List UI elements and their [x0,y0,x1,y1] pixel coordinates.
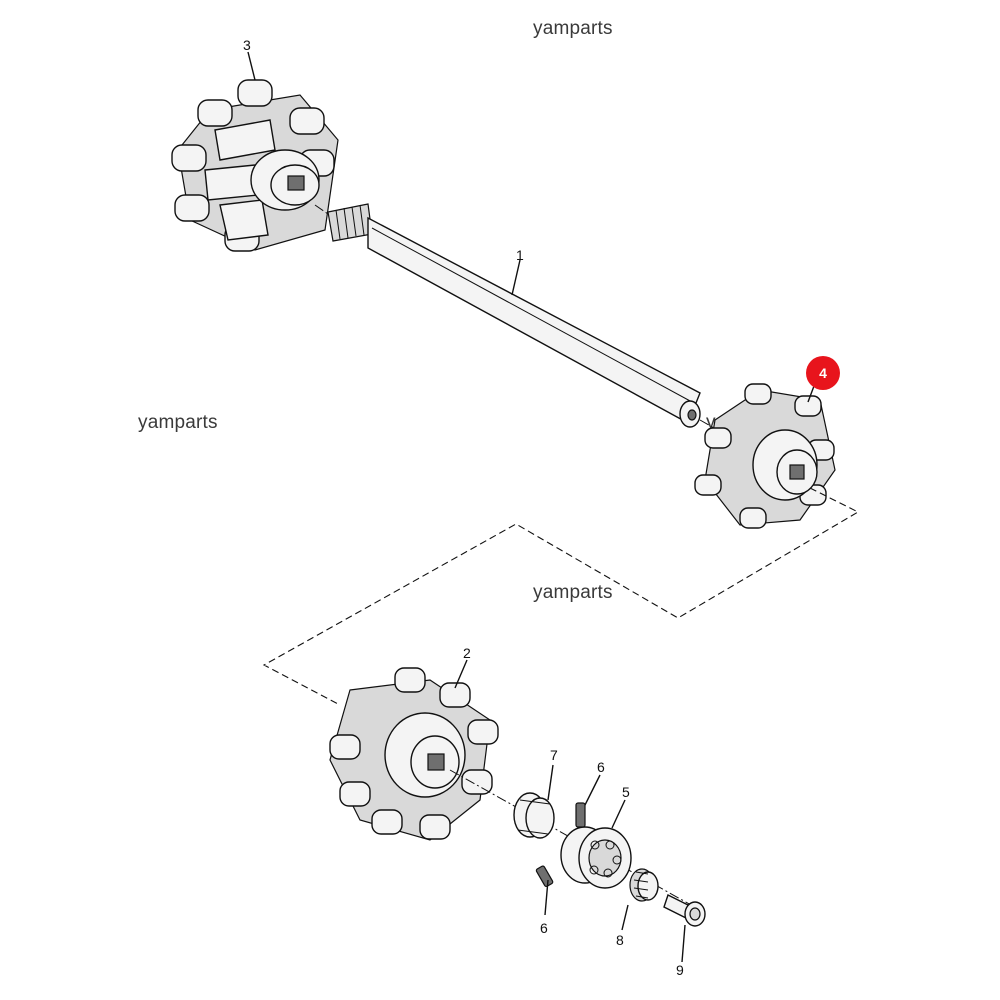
highlight-marker [806,356,840,390]
part-label-8: 8 [616,932,624,948]
part-label-6-bottom: 6 [540,920,548,936]
sprocket-2[interactable] [329,667,499,841]
part-label-3: 3 [243,37,251,53]
assembly-boundary [262,487,860,706]
sprocket-4[interactable] [694,383,836,529]
collar-7[interactable] [513,792,555,839]
bolt-9[interactable] [663,894,706,927]
part-label-2: 2 [463,645,471,661]
sprocket-3[interactable] [171,79,339,252]
highlight-callout-4[interactable]: 4 [806,356,840,390]
part-label-1: 1 [516,247,524,263]
part-label-7: 7 [550,747,558,763]
part-label-9: 9 [676,962,684,978]
drive-shaft-1[interactable] [314,203,736,441]
gear-8[interactable] [629,868,659,902]
part-label-5: 5 [622,784,630,800]
set-screw-6-bottom[interactable] [535,865,554,888]
watermark-top: yamparts [533,18,613,39]
bearing-5[interactable] [560,826,632,889]
leader-lines [247,51,815,963]
watermark-left: yamparts [138,412,218,433]
part-label-4: 4 [819,365,827,381]
set-screw-6-top[interactable] [575,802,586,828]
watermark-center: yamparts [533,582,613,603]
part-label-6-top: 6 [597,759,605,775]
